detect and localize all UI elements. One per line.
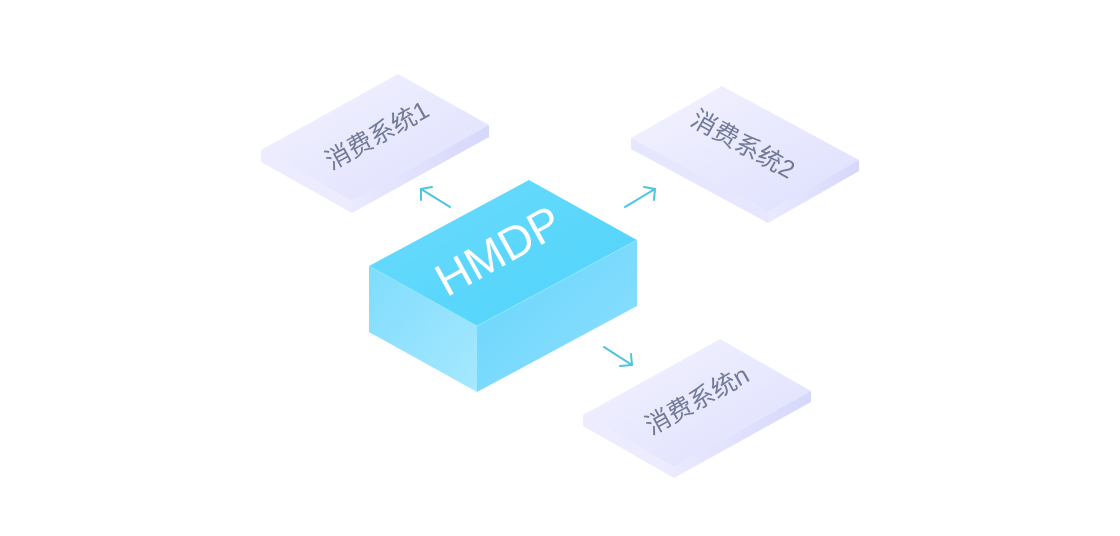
card-2-top-face <box>631 86 859 212</box>
consumer-card-n: 消费系统n <box>583 339 811 478</box>
center-box-hmdp: HMDP <box>368 180 638 392</box>
center-box-top-face <box>369 180 637 326</box>
center-box-edge-highlight <box>368 239 638 327</box>
center-box-left-face <box>369 266 477 392</box>
card-1-top-face <box>261 74 489 201</box>
card-n-left-face <box>583 415 674 478</box>
arrow-to-consumer-1 <box>420 186 451 208</box>
arrow-to-consumer-2 <box>624 186 656 208</box>
card-1-left-face <box>261 150 352 213</box>
card-n-top-face <box>583 339 811 467</box>
card-1-right-face <box>352 125 489 213</box>
arrow-to-consumer-n <box>603 346 633 367</box>
consumer-card-1: 消费系统1 <box>261 74 489 213</box>
card-n-right-face <box>674 391 811 478</box>
card-2-left-face <box>631 138 768 223</box>
card-2-right-face <box>768 160 859 223</box>
center-box-right-face <box>477 240 637 392</box>
consumer-card-2: 消费系统2 <box>631 86 859 223</box>
